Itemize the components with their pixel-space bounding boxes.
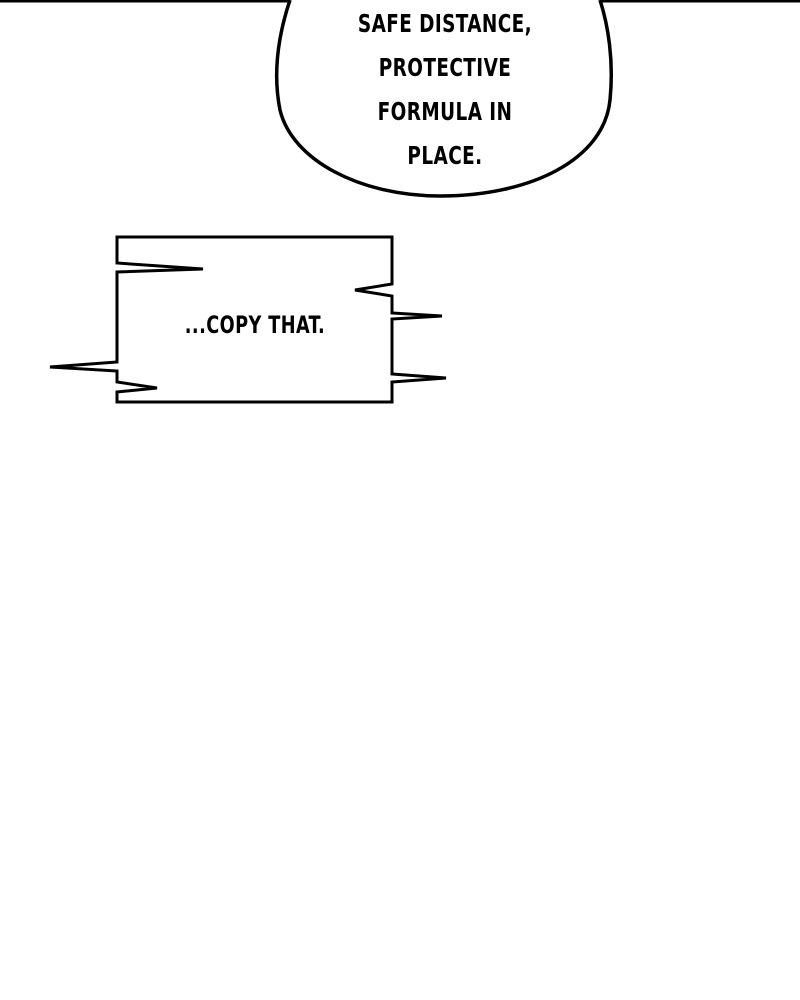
speech-line: SAFE DISTANCE, <box>357 9 533 38</box>
speech-bubble-outline <box>274 0 613 198</box>
caption-box-text: ...COPY THAT. <box>184 311 326 339</box>
speech-line: PROTECTIVE <box>378 53 512 82</box>
caption-box-outline <box>49 235 447 404</box>
speech-bubble-text: SAFE DISTANCE, PROTECTIVE FORMULA IN PLA… <box>351 2 540 178</box>
speech-line: FORMULA IN <box>377 97 513 126</box>
speech-line: PLACE. <box>407 141 483 170</box>
